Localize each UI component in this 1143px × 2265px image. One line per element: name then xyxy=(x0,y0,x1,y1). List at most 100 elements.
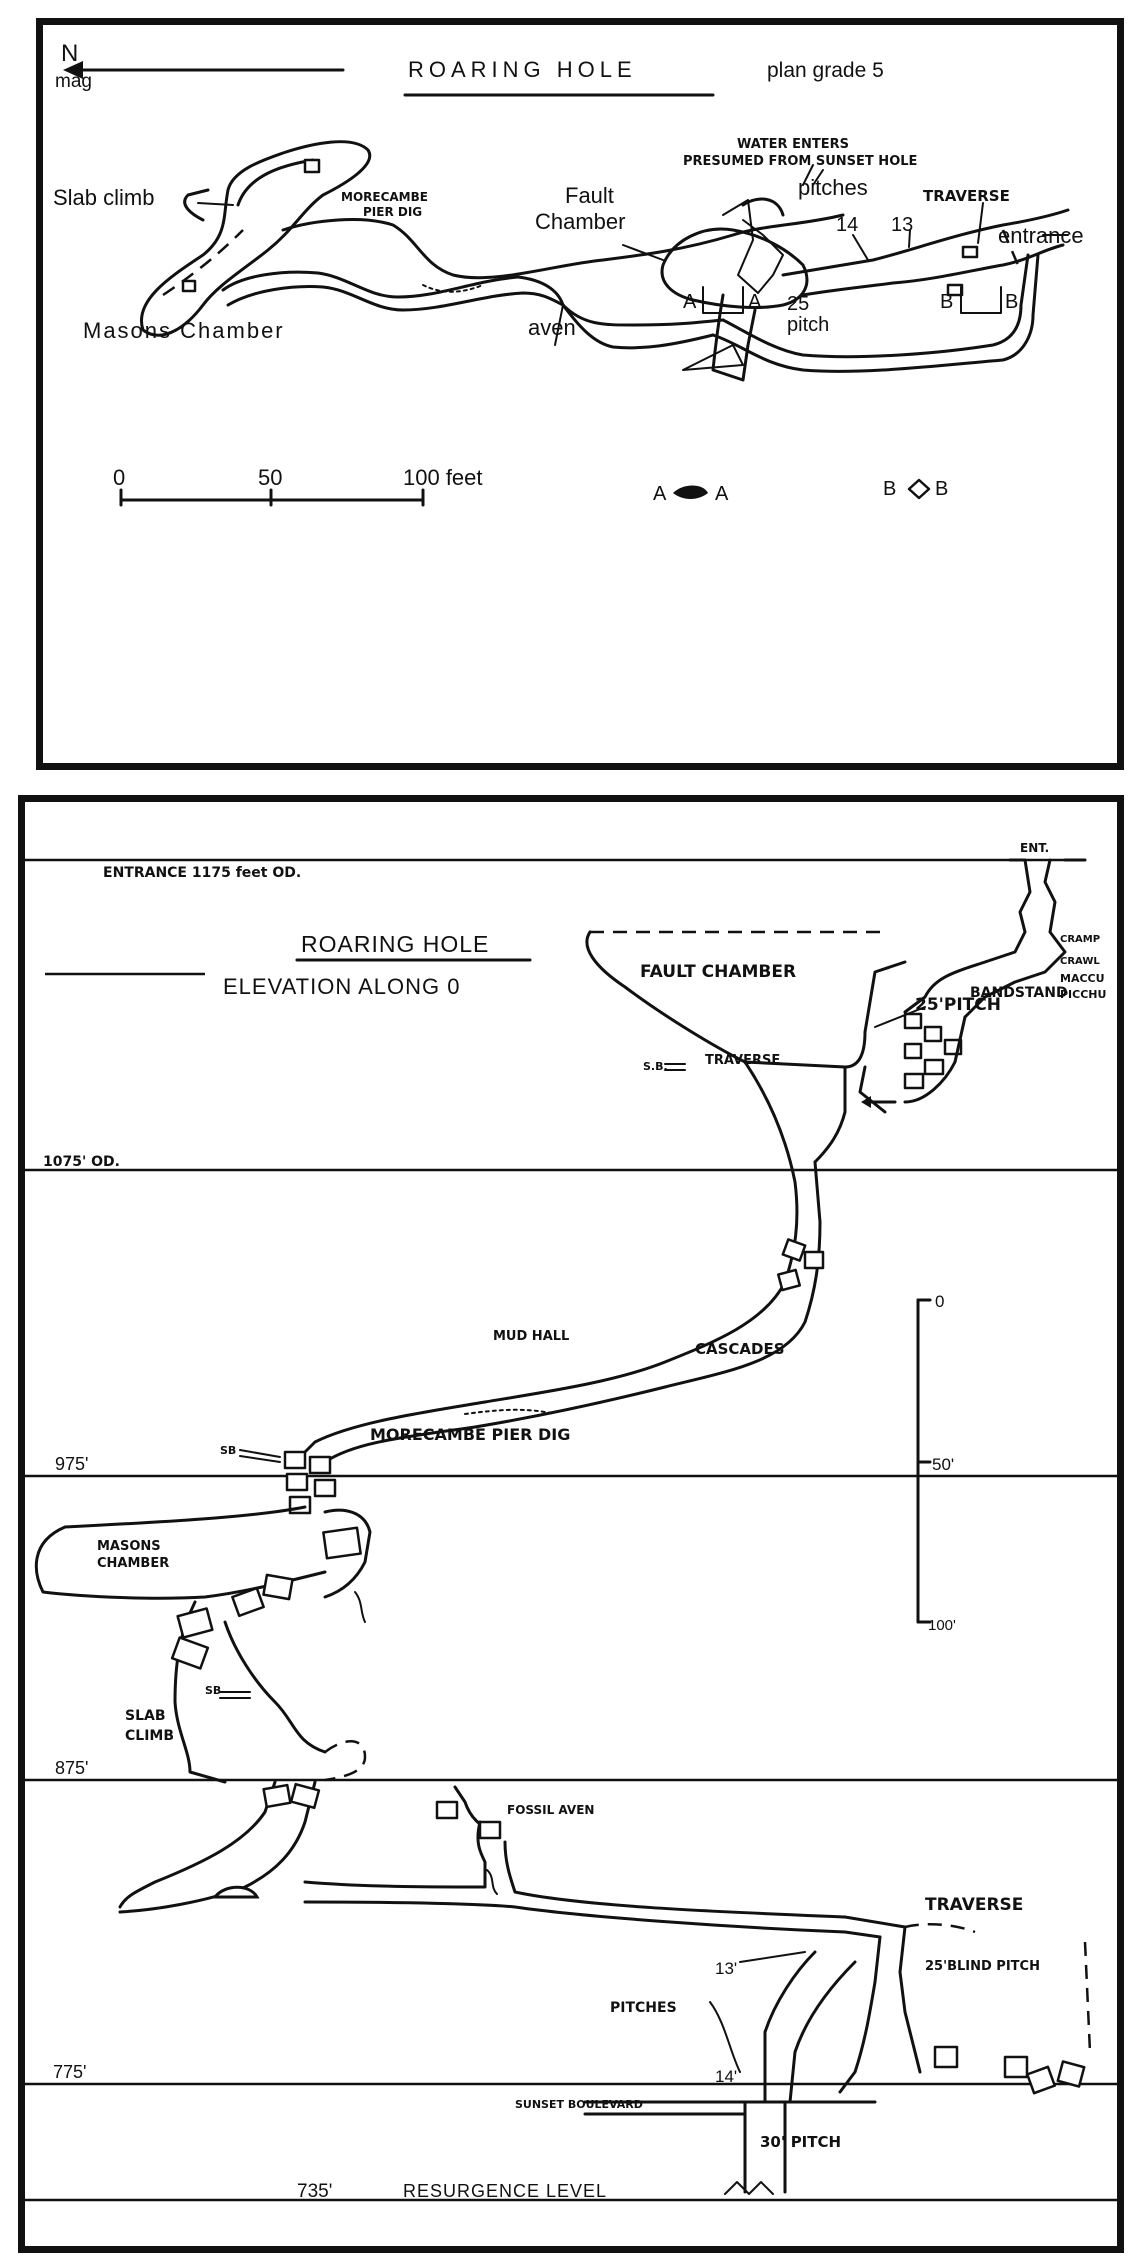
slab-climb-east-wall xyxy=(223,1620,327,1754)
label-bandstand: BANDSTAND xyxy=(970,985,1068,1001)
label-climb: CLIMB xyxy=(125,1728,174,1744)
mud-deposit xyxy=(422,284,484,293)
label-masons-chamber: CHAMBER xyxy=(97,1556,169,1571)
resurgence-sump xyxy=(724,2181,774,2195)
aven-leader xyxy=(554,304,564,346)
pier-dig-boulder xyxy=(283,1450,307,1470)
label-crawl: CRAWL xyxy=(1060,956,1100,967)
label-pitch-25: 25'PITCH xyxy=(915,995,1001,1015)
label-entrance: entrance xyxy=(998,223,1084,248)
level-label-775: 775' xyxy=(53,2062,86,2082)
slab-climb-pointer xyxy=(183,188,210,222)
cascade-boulder xyxy=(776,1268,802,1292)
label-ent: ENT. xyxy=(1020,841,1049,855)
pitch-13-leader xyxy=(908,229,911,248)
entrance-boulder xyxy=(961,245,979,259)
fault-chamber-outline xyxy=(585,930,907,1069)
label-slab: SLAB xyxy=(125,1708,166,1724)
traverse-leader xyxy=(977,202,984,244)
north-label: N xyxy=(61,40,78,67)
pier-dig-boulder xyxy=(313,1478,337,1498)
label-sb-2: SB xyxy=(220,1444,236,1457)
pier-dig-boulder xyxy=(308,1455,332,1475)
fault-south-end xyxy=(682,344,744,371)
entrance-shaft-left xyxy=(903,858,1032,1014)
aven-passage-lower xyxy=(561,303,715,350)
north-mag-label: mag xyxy=(55,71,92,92)
cascade-boulder xyxy=(803,1250,825,1270)
vertical-scale-label-50: 50' xyxy=(932,1455,954,1474)
label-traverse: TRAVERSE xyxy=(923,187,1010,205)
fault-chamber-outline xyxy=(660,227,809,309)
label-a-right: A xyxy=(748,291,762,313)
label-pitches: PITCHES xyxy=(610,2000,677,2016)
masons-boulder xyxy=(231,1586,265,1618)
label-sb-3: SB xyxy=(205,1684,221,1697)
lower-series-upper-wall xyxy=(118,1780,277,1909)
plan-drawing: N mag ROARING HOLE plan grade 5 xyxy=(53,40,1084,507)
scale-label-100: 100 feet xyxy=(403,465,483,490)
label-sb-1: S.B. xyxy=(643,1060,668,1073)
maccu-boulder xyxy=(903,1042,923,1060)
lower-boulder xyxy=(262,1783,292,1809)
section-b-shape xyxy=(907,478,931,500)
level-label-entrance: ENTRANCE 1175 feet OD. xyxy=(103,865,301,881)
section-a-label-1: A xyxy=(653,483,667,505)
cascade-upper-wall xyxy=(293,1060,799,1464)
lower-passage-wall xyxy=(226,285,565,312)
pitch-25-wall xyxy=(858,1065,887,1114)
masons-chamber-east xyxy=(323,1508,372,1599)
label-fault-chamber: FAULT CHAMBER xyxy=(640,962,796,982)
level-label-975: 975' xyxy=(55,1454,88,1474)
label-pitch-word: pitch xyxy=(787,314,829,336)
terminal-pitch-east xyxy=(898,1925,922,2074)
label-water-enters: WATER ENTERS xyxy=(737,137,849,152)
pier-dig-boulder xyxy=(285,1472,309,1492)
blind-pitch-dashed xyxy=(1083,1941,1092,2053)
maccu-boulder xyxy=(903,1012,923,1030)
label-pitch-25: 25 xyxy=(787,293,809,315)
label-pier-dig: PIER DIG xyxy=(363,205,422,219)
masons-drip xyxy=(354,1591,366,1623)
pitch-25-arrowhead xyxy=(861,1096,871,1108)
lower-pool xyxy=(211,1885,260,1899)
slab-boulder xyxy=(176,1607,214,1639)
terminal-pitch-wall xyxy=(838,1935,882,2094)
label-pitch-14: 14 xyxy=(836,214,858,236)
pitch-14-wall xyxy=(788,1960,857,2104)
cascade-boulder xyxy=(781,1238,807,1262)
section-line-a xyxy=(702,286,744,314)
label-picchu: PICCHU xyxy=(1060,988,1106,1001)
upper-passage-wall xyxy=(281,213,845,280)
label-slab-climb: Slab climb xyxy=(53,185,154,210)
masons-boulder xyxy=(322,1526,362,1560)
entrance-passage-north xyxy=(781,208,1070,277)
label-pitch-13: 13 xyxy=(891,214,913,236)
section-b-label-1: B xyxy=(883,478,896,500)
label-blind-pitch: 25'BLIND PITCH xyxy=(925,1959,1040,1974)
terminal-boulder xyxy=(1025,2065,1057,2095)
scale-label-50: 50 xyxy=(258,465,282,490)
masons-boulder xyxy=(262,1573,294,1601)
entrance-passage-south xyxy=(801,243,1065,297)
label-pitch-13: 13' xyxy=(715,1959,737,1978)
label-a-left: A xyxy=(683,291,697,313)
elevation-survey-panel: ENTRANCE 1175 feet OD. 1075' OD. 975' 87… xyxy=(18,795,1124,2253)
fossil-drip xyxy=(486,1869,498,1895)
section-b-label-2: B xyxy=(935,478,948,500)
label-cramp: CRAMP xyxy=(1060,934,1100,945)
terminal-boulder xyxy=(1003,2055,1029,2079)
vertical-scale-label-0: 0 xyxy=(935,1292,944,1311)
section-a-label-2: A xyxy=(715,483,729,505)
bandstand-leader xyxy=(874,1006,926,1028)
loop-passage-outer xyxy=(711,253,1040,373)
label-morecambe: MORECAMBE xyxy=(341,190,428,204)
fossil-boulder xyxy=(435,1800,459,1820)
fault-chamber-east-wall xyxy=(813,1065,847,1164)
lower-main-passage xyxy=(503,1840,907,1929)
maccu-boulder xyxy=(923,1025,943,1043)
label-morecambe: MORECAMBE PIER DIG xyxy=(370,1425,570,1444)
entrance-shaft-right xyxy=(963,858,1067,1019)
slab-dashed-outline xyxy=(324,1740,367,1782)
label-pitches: pitches xyxy=(798,175,868,200)
